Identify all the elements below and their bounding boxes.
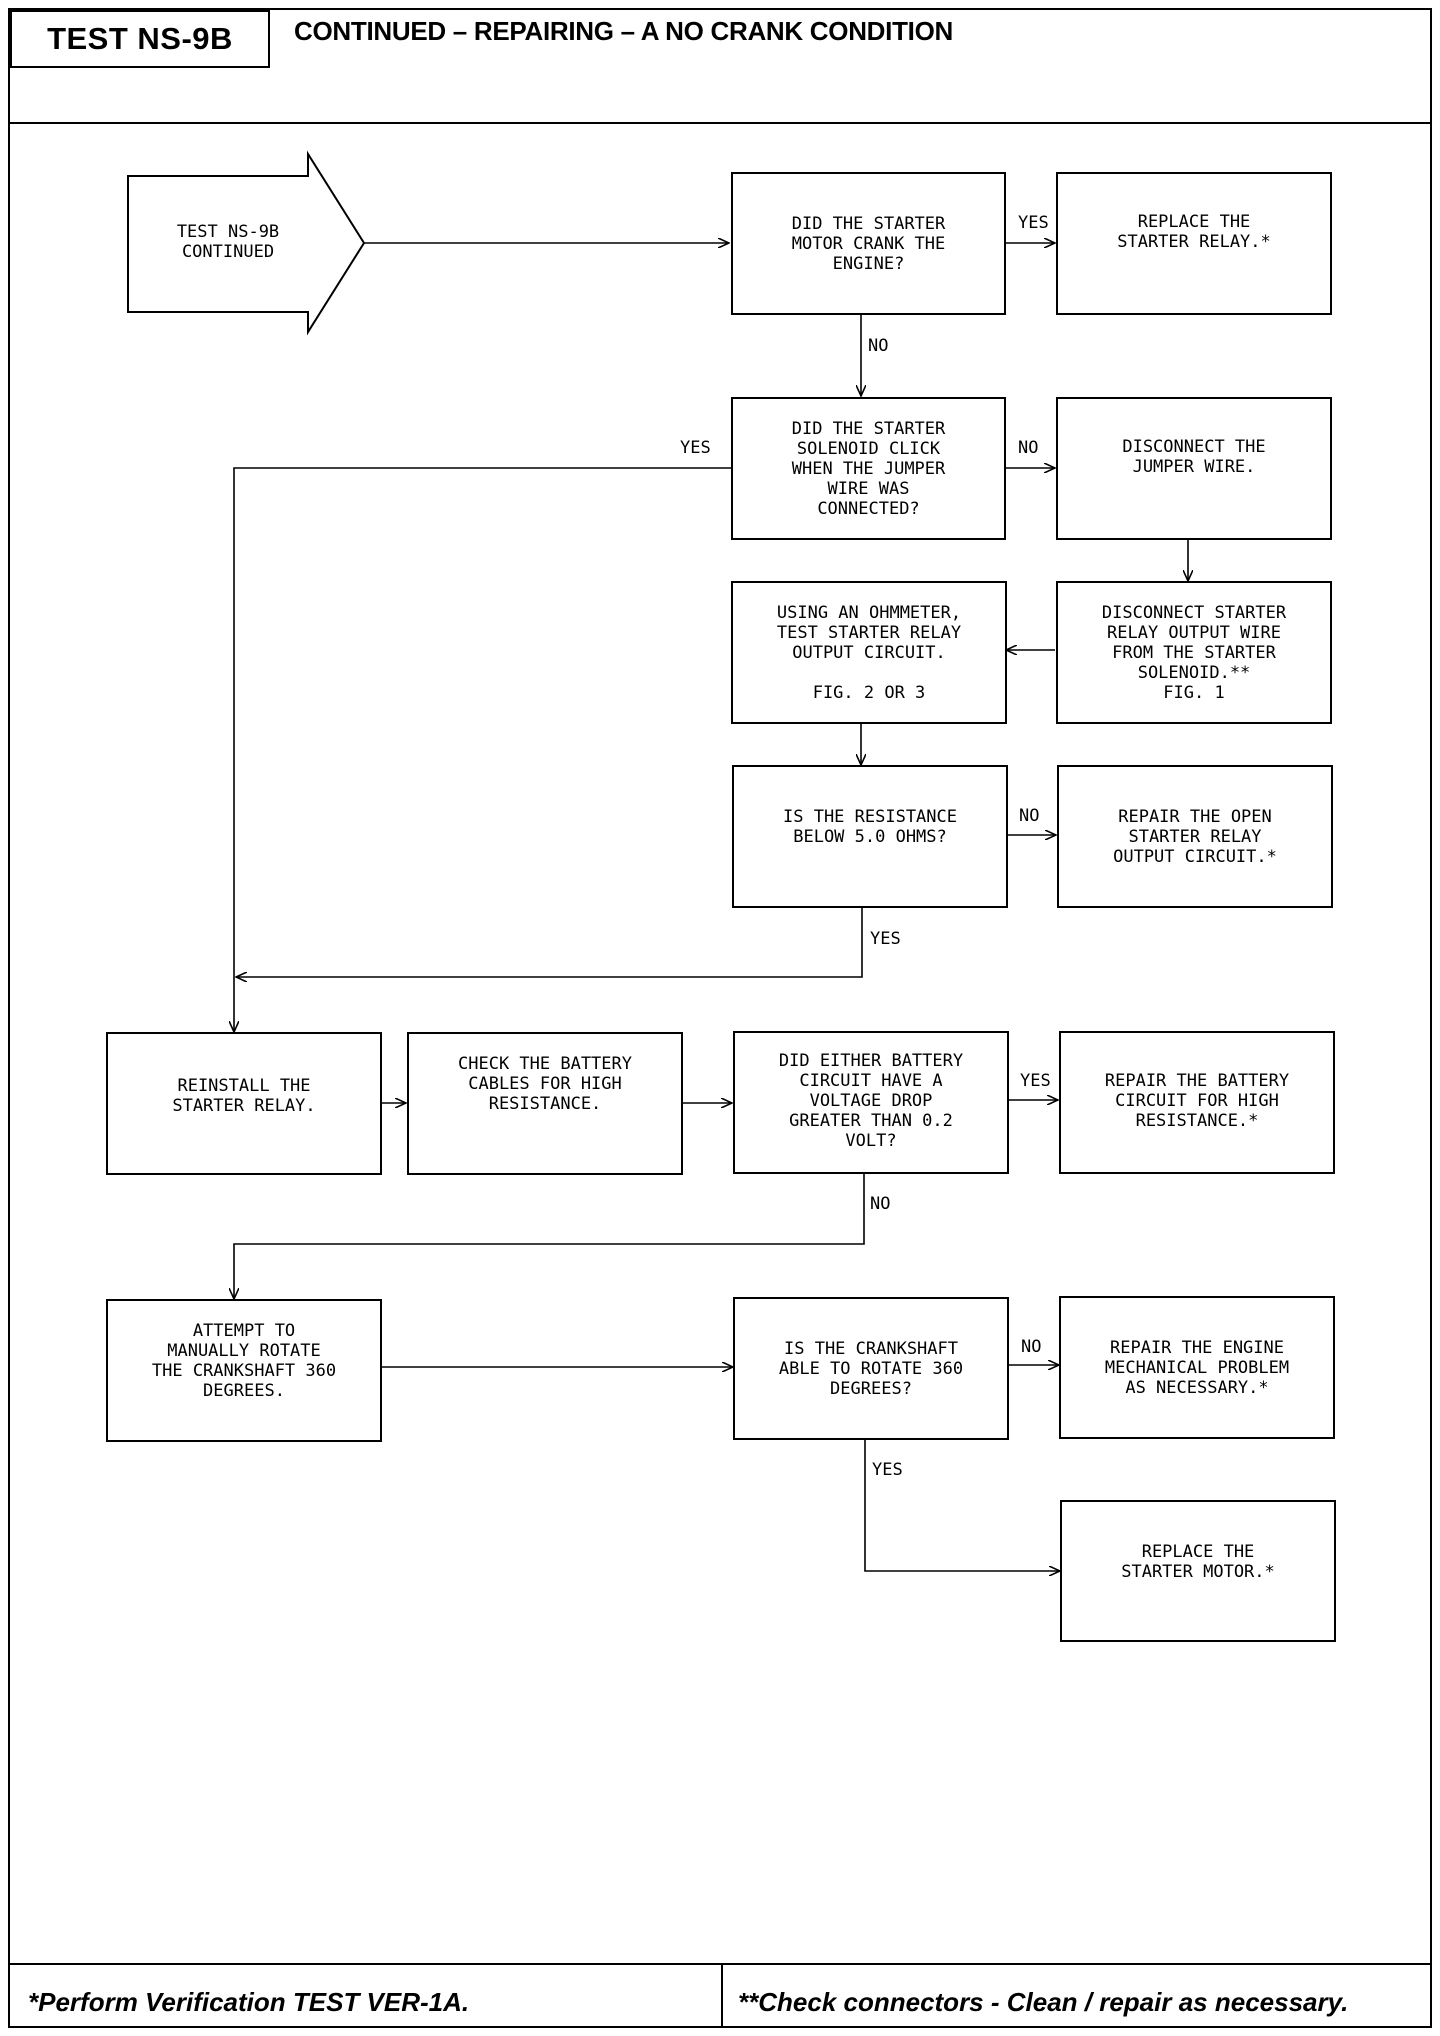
label-solenoid-yes: YES bbox=[680, 438, 711, 458]
label-voltage-yes: YES bbox=[1020, 1071, 1051, 1091]
start-arrow-shape bbox=[127, 150, 366, 336]
footer-note-connectors: **Check connectors - Clean / repair as n… bbox=[738, 1987, 1349, 2017]
question-solenoid-click: DID THE STARTER SOLENOID CLICK WHEN THE … bbox=[731, 397, 1006, 540]
page-title: CONTINUED – REPAIRING – A NO CRANK CONDI… bbox=[294, 16, 953, 46]
label-voltage-no: NO bbox=[870, 1194, 891, 1214]
question-voltage-drop: DID EITHER BATTERY CIRCUIT HAVE A VOLTAG… bbox=[733, 1031, 1009, 1174]
question-solenoid-click-text: DID THE STARTER SOLENOID CLICK WHEN THE … bbox=[791, 419, 946, 519]
action-replace-starter-motor: REPLACE THE STARTER MOTOR.* bbox=[1060, 1500, 1336, 1642]
question-voltage-drop-text: DID EITHER BATTERY CIRCUIT HAVE A VOLTAG… bbox=[778, 1051, 964, 1151]
action-rotate-crankshaft: ATTEMPT TO MANUALLY ROTATE THE CRANKSHAF… bbox=[106, 1299, 382, 1442]
action-repair-battery-circuit-text: REPAIR THE BATTERY CIRCUIT FOR HIGH RESI… bbox=[1104, 1071, 1290, 1131]
action-repair-engine: REPAIR THE ENGINE MECHANICAL PROBLEM AS … bbox=[1059, 1296, 1335, 1439]
question-starter-crank: DID THE STARTER MOTOR CRANK THE ENGINE? bbox=[731, 172, 1006, 315]
action-disconnect-output-wire: DISCONNECT STARTER RELAY OUTPUT WIRE FRO… bbox=[1056, 581, 1332, 724]
action-rotate-crankshaft-text: ATTEMPT TO MANUALLY ROTATE THE CRANKSHAF… bbox=[151, 1321, 337, 1401]
label-crankshaft-yes: YES bbox=[872, 1460, 903, 1480]
question-resistance-text: IS THE RESISTANCE BELOW 5.0 OHMS? bbox=[783, 807, 957, 847]
question-crankshaft-rotate: IS THE CRANKSHAFT ABLE TO ROTATE 360 DEG… bbox=[733, 1297, 1009, 1440]
question-resistance: IS THE RESISTANCE BELOW 5.0 OHMS? bbox=[732, 765, 1008, 908]
action-replace-starter-relay-text: REPLACE THE STARTER RELAY.* bbox=[1117, 212, 1271, 252]
label-crank-yes: YES bbox=[1018, 213, 1049, 233]
question-starter-crank-text: DID THE STARTER MOTOR CRANK THE ENGINE? bbox=[791, 214, 946, 274]
action-disconnect-jumper: DISCONNECT THE JUMPER WIRE. bbox=[1056, 397, 1332, 540]
action-disconnect-output-wire-text: DISCONNECT STARTER RELAY OUTPUT WIRE FRO… bbox=[1101, 603, 1287, 703]
label-crank-no: NO bbox=[868, 336, 889, 356]
action-disconnect-jumper-text: DISCONNECT THE JUMPER WIRE. bbox=[1122, 437, 1266, 477]
action-repair-open-circuit: REPAIR THE OPEN STARTER RELAY OUTPUT CIR… bbox=[1057, 765, 1333, 908]
action-check-battery-cables-text: CHECK THE BATTERY CABLES FOR HIGH RESIST… bbox=[458, 1054, 632, 1114]
action-repair-battery-circuit: REPAIR THE BATTERY CIRCUIT FOR HIGH RESI… bbox=[1059, 1031, 1335, 1174]
action-check-battery-cables: CHECK THE BATTERY CABLES FOR HIGH RESIST… bbox=[407, 1032, 683, 1175]
label-solenoid-no: NO bbox=[1018, 438, 1039, 458]
action-replace-starter-relay: REPLACE THE STARTER RELAY.* bbox=[1056, 172, 1332, 315]
footer-right-frame bbox=[721, 1963, 1432, 2028]
start-node-label: TEST NS-9B CONTINUED bbox=[176, 222, 280, 262]
action-ohmmeter-test-text: USING AN OHMMETER, TEST STARTER RELAY OU… bbox=[776, 603, 962, 703]
action-repair-open-circuit-text: REPAIR THE OPEN STARTER RELAY OUTPUT CIR… bbox=[1113, 807, 1277, 867]
label-resistance-no: NO bbox=[1019, 806, 1040, 826]
label-resistance-yes: YES bbox=[870, 929, 901, 949]
question-crankshaft-rotate-text: IS THE CRANKSHAFT ABLE TO ROTATE 360 DEG… bbox=[778, 1339, 964, 1399]
test-code: TEST NS-9B bbox=[10, 10, 270, 68]
footer-note-verification: *Perform Verification TEST VER-1A. bbox=[28, 1987, 470, 2017]
label-crankshaft-no: NO bbox=[1021, 1337, 1042, 1357]
action-replace-starter-motor-text: REPLACE THE STARTER MOTOR.* bbox=[1121, 1542, 1275, 1582]
action-reinstall-relay: REINSTALL THE STARTER RELAY. bbox=[106, 1032, 382, 1175]
action-reinstall-relay-text: REINSTALL THE STARTER RELAY. bbox=[172, 1076, 316, 1116]
action-repair-engine-text: REPAIR THE ENGINE MECHANICAL PROBLEM AS … bbox=[1104, 1338, 1290, 1398]
action-ohmmeter-test: USING AN OHMMETER, TEST STARTER RELAY OU… bbox=[731, 581, 1007, 724]
